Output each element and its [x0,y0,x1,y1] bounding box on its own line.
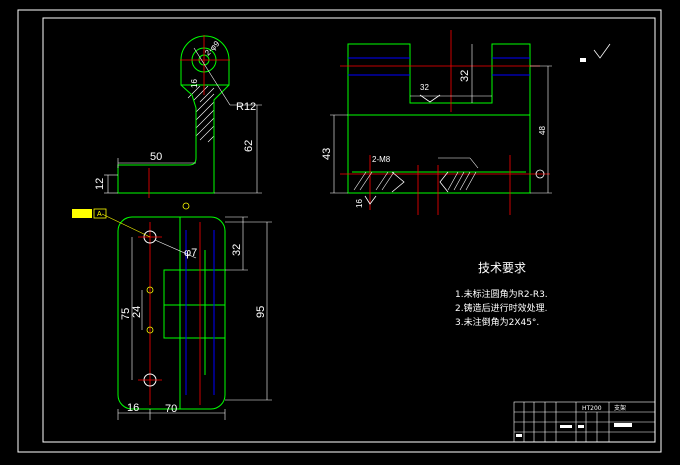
bottom-hole-mid-1 [146,286,154,294]
front-hole-callout: 2-φ9 [203,39,222,58]
title-block [513,401,656,443]
side-thread-callout: 2-M8 [372,155,391,164]
tech-req-item-3: 3.未注倒角为2X45°. [455,316,539,328]
front-diag-leader [193,47,231,106]
side-dim-32-v: 32 [459,70,471,82]
side-view: 32 32 43 48 16 2-M8 [321,30,611,215]
tech-requirements: 技术要求 1.未标注圆角为R2-R3. 2.铸造后进行时效处理. 3.未注倒角为… [455,261,548,328]
bottom-dim-16: 16 [127,402,139,414]
title-block-fill-3 [516,434,522,437]
bottom-dim-75: 75 [120,308,132,320]
bottom-dim-phi7: φ7 [184,247,197,259]
title-block-fill-1 [614,423,632,427]
bottom-dim-32: 32 [231,244,243,256]
bottom-phi7-leader [154,239,197,259]
bottom-datum-leader [101,213,151,238]
bottom-view: φ7 32 75 24 95 16 70 A [72,208,272,420]
datum-label: A [97,211,102,218]
bottom-dim-70: 70 [165,403,177,415]
front-dim-r12: R12 [236,101,256,113]
tech-req-item-2: 2.铸造后进行时效处理. [455,302,547,314]
tech-req-item-1: 1.未标注圆角为R2-R3. [455,288,548,300]
title-block-part-name: 支架 [614,404,626,412]
datum-tag-box [72,209,92,218]
front-section-hatch [187,85,215,143]
inner-frame [42,17,656,443]
roughness-symbol-2 [364,195,377,205]
roughness-box [580,58,586,62]
datum-label-box [93,208,107,219]
bottom-dim-95: 95 [255,306,267,318]
front-datum-marker [182,202,190,210]
front-view: R12 50 62 12 16 2-φ9 [94,35,262,210]
side-dim-32-slot: 32 [420,83,429,92]
side-datum-marker [535,169,545,179]
side-dim-48: 48 [538,126,547,135]
side-dim-16: 16 [355,199,364,208]
side-section-hatch [353,171,477,191]
bottom-slot [163,269,226,339]
bottom-dim-24: 24 [131,306,143,318]
title-block-fill-4 [578,425,584,428]
side-arrow-decor [419,94,441,103]
bottom-hole-mid-2 [146,326,154,334]
front-dim-16: 16 [190,79,199,88]
front-dim-12: 12 [94,178,106,190]
tech-req-title: 技术要求 [478,261,526,275]
side-outline [347,43,531,194]
front-outline [117,35,230,194]
outer-frame [17,9,662,453]
roughness-symbol-1 [593,43,611,59]
title-block-fill-2 [560,425,572,428]
front-dim-62: 62 [243,140,255,152]
title-block-material: HT200 [582,405,602,412]
side-thread-detail [391,171,449,193]
front-dim-50: 50 [150,151,162,163]
side-dim-43: 43 [321,148,333,160]
